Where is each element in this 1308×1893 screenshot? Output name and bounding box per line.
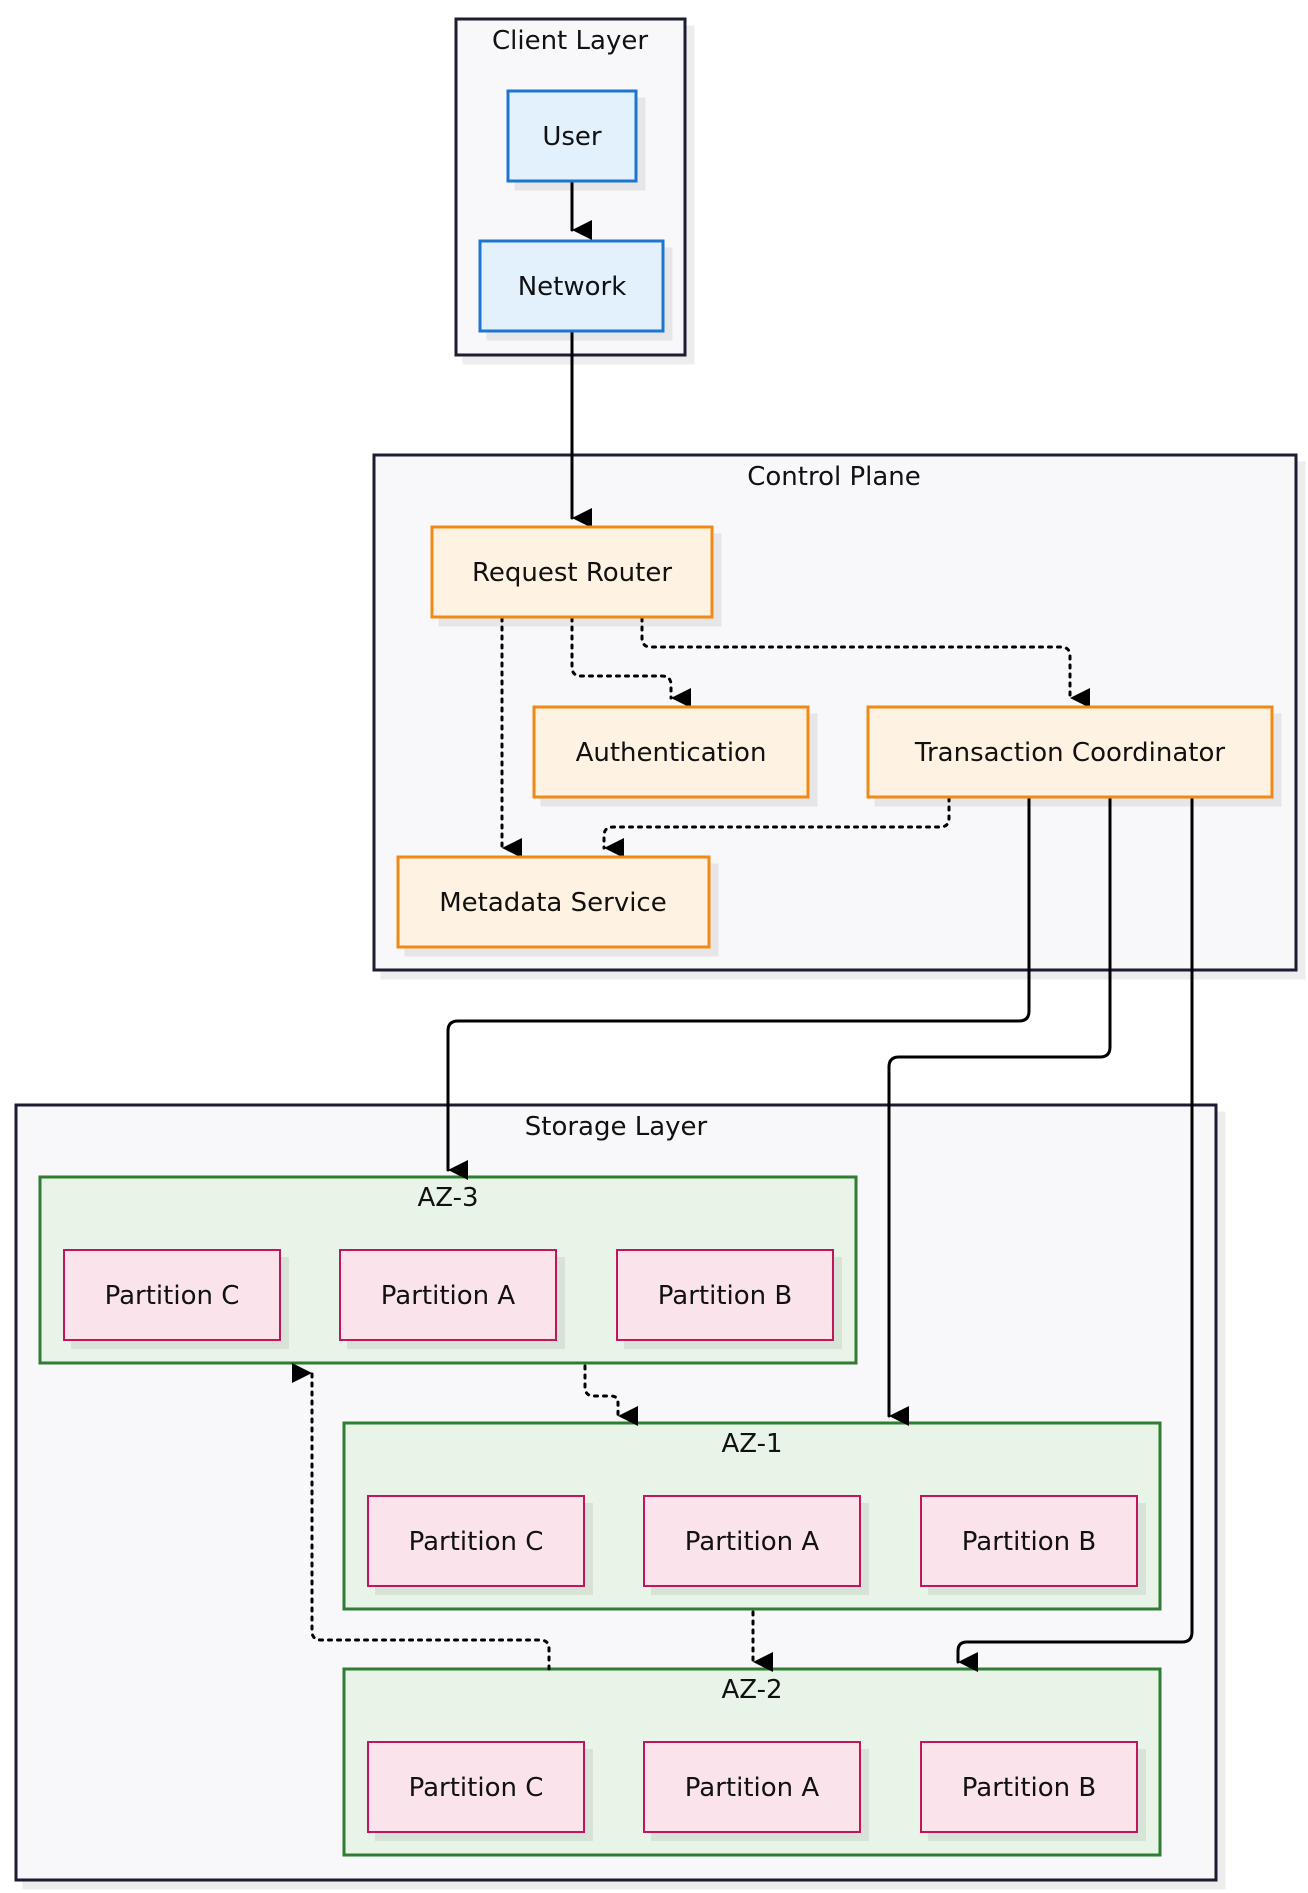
edge-txcoord-az3 xyxy=(446,796,1031,1180)
node-az2-partition-c[interactable]: Partition C xyxy=(367,1741,585,1833)
group-az-3-label: AZ-3 xyxy=(417,1183,478,1213)
node-metadata-service[interactable]: Metadata Service xyxy=(396,855,711,949)
edge-az2-az3 xyxy=(292,1363,551,1671)
node-az3-partition-a[interactable]: Partition A xyxy=(339,1249,557,1341)
edge-txcoord-metadata xyxy=(602,796,951,858)
node-az2-partition-b[interactable]: Partition B xyxy=(920,1741,1138,1833)
node-transaction-coordinator[interactable]: Transaction Coordinator xyxy=(866,705,1274,799)
node-network[interactable]: Network xyxy=(478,239,665,333)
edge-router-auth xyxy=(570,616,691,708)
edge-txcoord-az1 xyxy=(887,796,1112,1426)
group-control-plane-label: Control Plane xyxy=(747,462,921,492)
node-az3-partition-b-label: Partition B xyxy=(658,1281,792,1311)
node-az1-partition-a-label: Partition A xyxy=(685,1527,820,1557)
node-az3-partition-b[interactable]: Partition B xyxy=(616,1249,834,1341)
node-user-label: User xyxy=(542,122,602,152)
group-az-2-label: AZ-2 xyxy=(721,1675,782,1705)
group-az-1-label: AZ-1 xyxy=(721,1429,782,1459)
node-az1-partition-c-label: Partition C xyxy=(409,1527,544,1557)
node-az2-partition-a-label: Partition A xyxy=(685,1773,820,1803)
node-az3-partition-c[interactable]: Partition C xyxy=(63,1249,281,1341)
edge-txcoord-az2 xyxy=(956,796,1194,1672)
node-az1-partition-b[interactable]: Partition B xyxy=(920,1495,1138,1587)
node-az2-partition-b-label: Partition B xyxy=(962,1773,1096,1803)
node-authentication-label: Authentication xyxy=(576,738,767,768)
node-request-router[interactable]: Request Router xyxy=(430,525,714,619)
node-az1-partition-a[interactable]: Partition A xyxy=(643,1495,861,1587)
node-transaction-coordinator-label: Transaction Coordinator xyxy=(914,738,1225,768)
group-client-layer-label: Client Layer xyxy=(492,26,648,56)
node-az3-partition-c-label: Partition C xyxy=(105,1281,240,1311)
node-request-router-label: Request Router xyxy=(472,558,672,588)
node-network-label: Network xyxy=(518,272,627,302)
node-user[interactable]: User xyxy=(506,89,638,183)
node-az1-partition-c[interactable]: Partition C xyxy=(367,1495,585,1587)
node-authentication[interactable]: Authentication xyxy=(532,705,810,799)
node-az1-partition-b-label: Partition B xyxy=(962,1527,1096,1557)
edge-az3-az1 xyxy=(583,1364,638,1426)
node-az2-partition-a[interactable]: Partition A xyxy=(643,1741,861,1833)
node-az2-partition-c-label: Partition C xyxy=(409,1773,544,1803)
group-storage-layer-label: Storage Layer xyxy=(525,1112,708,1142)
edges xyxy=(292,180,1194,1672)
node-az3-partition-a-label: Partition A xyxy=(381,1281,516,1311)
node-metadata-service-label: Metadata Service xyxy=(439,888,666,918)
